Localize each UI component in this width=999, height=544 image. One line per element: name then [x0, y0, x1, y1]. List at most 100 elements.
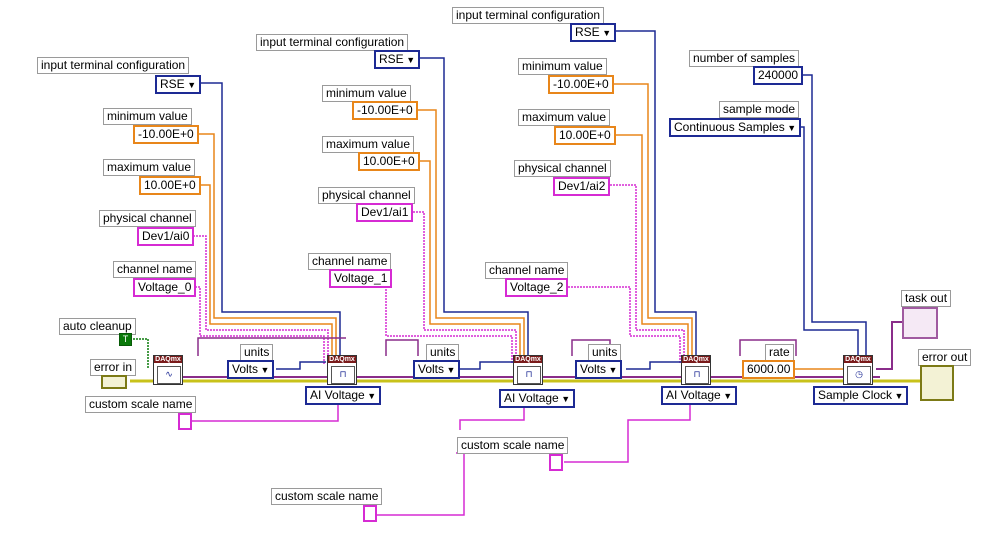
wire-ch1-max	[410, 160, 521, 358]
rate-value[interactable]: 6000.00	[742, 360, 796, 379]
wire-ch1-units	[458, 361, 514, 370]
terminal-config-2[interactable]: RSE	[570, 23, 617, 42]
node-header: DAQmx	[154, 356, 182, 363]
node-header: DAQmx	[682, 356, 710, 363]
label-channel-name-0: channel name	[113, 261, 197, 278]
clock-icon: ◷	[847, 366, 871, 384]
wire-ch2-units	[626, 361, 682, 370]
wire-ch0-name	[192, 286, 325, 364]
channel-name-2[interactable]: Voltage_2	[505, 278, 569, 297]
wire-samplemode	[797, 126, 859, 358]
min-value-1[interactable]: -10.00E+0	[352, 101, 418, 120]
daqmx-create-channel-node-1[interactable]: DAQmx ⊓	[513, 355, 543, 385]
channel-name-1[interactable]: Voltage_1	[329, 269, 393, 288]
wire-ch1-scale-a	[376, 452, 465, 516]
wire-numsamples	[797, 74, 867, 358]
wire-ch0-scale	[192, 404, 339, 422]
max-value-1[interactable]: 10.00E+0	[358, 152, 420, 171]
label-input-terminal-config-0: input terminal configuration	[37, 57, 190, 74]
label-error-in: error in	[90, 359, 137, 376]
label-units-0: units	[240, 344, 274, 361]
label-channel-name-2: channel name	[485, 262, 569, 279]
label-maximum-value-0: maximum value	[103, 159, 196, 176]
number-of-samples[interactable]: 240000	[753, 66, 804, 85]
wire-ch0-phys	[190, 235, 329, 360]
node-header: DAQmx	[328, 356, 356, 363]
wire-ch1-phys	[410, 211, 517, 360]
wire-ch0-units	[276, 361, 326, 370]
error-out-indicator-icon[interactable]	[920, 365, 954, 401]
units-0[interactable]: Volts	[227, 360, 275, 379]
label-sample-mode: sample mode	[719, 101, 800, 118]
label-minimum-value-0: minimum value	[103, 108, 192, 125]
max-value-2[interactable]: 10.00E+0	[554, 126, 616, 145]
physical-channel-2[interactable]: Dev1/ai2	[553, 177, 611, 196]
label-number-of-samples: number of samples	[689, 50, 800, 67]
label-task-out: task out	[901, 290, 952, 307]
wire-loop-2	[385, 339, 419, 356]
label-minimum-value-2: minimum value	[518, 58, 607, 75]
create-task-icon: ∿	[157, 366, 181, 384]
polymorphic-selector-2[interactable]: AI Voltage	[661, 386, 738, 405]
label-units-2: units	[588, 344, 622, 361]
terminal-config-1[interactable]: RSE	[374, 50, 421, 69]
wire-ch2-term	[607, 30, 697, 358]
custom-scale-name-constant-0[interactable]	[178, 413, 192, 430]
create-channel-icon: ⊓	[517, 366, 541, 384]
label-input-terminal-config-1: input terminal configuration	[256, 34, 409, 51]
error-in-cluster-icon[interactable]	[101, 375, 127, 389]
label-channel-name-1: channel name	[308, 253, 392, 270]
label-units-1: units	[426, 344, 460, 361]
wire-ch1-name	[385, 286, 513, 364]
min-value-0[interactable]: -10.00E+0	[133, 125, 199, 144]
node-header: DAQmx	[844, 356, 872, 363]
label-custom-scale-name-1: custom scale name	[271, 488, 383, 505]
daqmx-create-channel-node-0[interactable]: DAQmx ⊓	[327, 355, 357, 385]
label-maximum-value-1: maximum value	[322, 136, 415, 153]
label-physical-channel-1: physical channel	[318, 187, 415, 204]
wire-ch0-max	[188, 184, 333, 358]
wire-taskout	[876, 321, 902, 370]
label-custom-scale-name-1a: custom scale name	[457, 437, 569, 454]
custom-scale-name-constant-1[interactable]	[363, 505, 377, 522]
daqmx-timing-node[interactable]: DAQmx ◷	[843, 355, 873, 385]
wire-ch1-scale-b	[459, 406, 525, 430]
physical-channel-1[interactable]: Dev1/ai1	[356, 203, 414, 222]
task-out-indicator-icon[interactable]	[902, 307, 938, 339]
wire-ch2-max	[607, 134, 689, 358]
wire-ch2-scale	[564, 404, 691, 463]
label-rate: rate	[765, 344, 794, 361]
max-value-0[interactable]: 10.00E+0	[139, 176, 201, 195]
polymorphic-selector-timing[interactable]: Sample Clock	[813, 386, 909, 405]
wire-ch2-name	[565, 286, 681, 364]
polymorphic-selector-0[interactable]: AI Voltage	[305, 386, 382, 405]
daqmx-create-task-node[interactable]: DAQmx ∿	[153, 355, 183, 385]
wire-loop-1	[197, 337, 346, 356]
wire-loop-4	[739, 339, 797, 356]
units-2[interactable]: Volts	[575, 360, 623, 379]
terminal-config-0[interactable]: RSE	[155, 75, 202, 94]
auto-cleanup-true-constant[interactable]: T	[119, 333, 132, 346]
daqmx-create-channel-node-2[interactable]: DAQmx ⊓	[681, 355, 711, 385]
physical-channel-0[interactable]: Dev1/ai0	[137, 227, 195, 246]
wire-ch2-phys	[607, 184, 685, 360]
label-maximum-value-2: maximum value	[518, 109, 611, 126]
label-error-out: error out	[918, 349, 972, 366]
wire-ch2-min	[607, 83, 693, 358]
label-custom-scale-name-0: custom scale name	[85, 396, 197, 413]
min-value-2[interactable]: -10.00E+0	[548, 75, 614, 94]
label-auto-cleanup: auto cleanup	[59, 318, 136, 335]
label-input-terminal-config-2: input terminal configuration	[452, 7, 605, 24]
polymorphic-selector-1[interactable]: AI Voltage	[499, 389, 576, 408]
wire-autocleanup	[130, 338, 149, 368]
create-channel-icon: ⊓	[331, 366, 355, 384]
wire-ch1-min	[410, 109, 525, 358]
wire-ch1-term	[412, 57, 529, 358]
label-minimum-value-1: minimum value	[322, 85, 411, 102]
units-1[interactable]: Volts	[413, 360, 461, 379]
custom-scale-name-constant-2[interactable]	[549, 454, 563, 471]
wire-ch0-term	[190, 82, 341, 358]
sample-mode[interactable]: Continuous Samples	[669, 118, 802, 137]
channel-name-0[interactable]: Voltage_0	[133, 278, 197, 297]
